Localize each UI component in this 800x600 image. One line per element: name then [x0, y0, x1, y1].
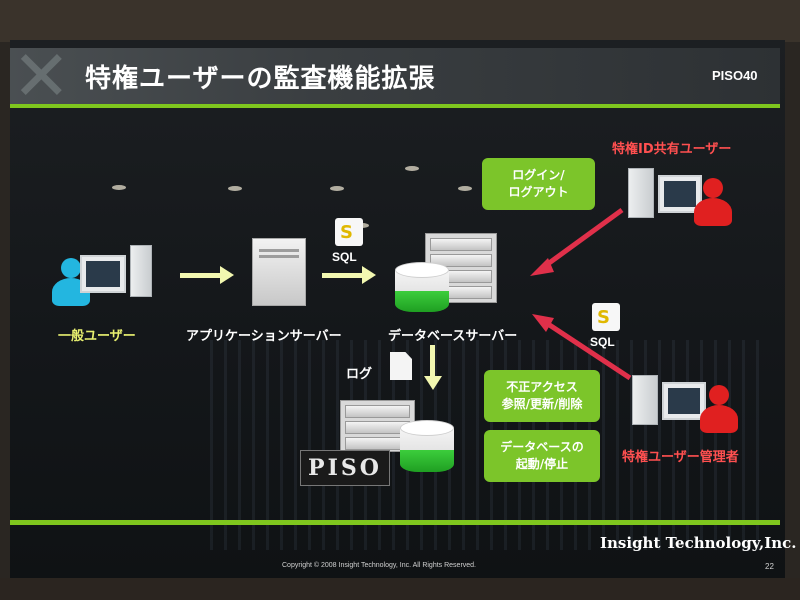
sql-label-right: SQL: [590, 335, 615, 349]
app-server-icon: [252, 238, 306, 306]
database-icon: [395, 262, 449, 312]
arrow-head-icon: [424, 376, 442, 390]
app-server-label: アプリケーションサーバー: [186, 329, 342, 344]
ceiling-light: [405, 166, 419, 171]
illegal-access-box: 不正アクセス 参照/更新/削除: [484, 370, 600, 422]
db-line1: データベースの: [500, 440, 584, 454]
footer-line: [10, 520, 780, 525]
admin-user-icon: [698, 385, 740, 433]
copyright-text: Copyright © 2008 Insight Technology, Inc…: [282, 562, 477, 569]
shared-user-icon: [692, 178, 734, 226]
illegal-line1: 不正アクセス: [506, 380, 578, 394]
general-user-monitor-icon: [80, 255, 126, 293]
arrow-head-icon: [362, 266, 376, 284]
admin-label: 特権ユーザー管理者: [622, 450, 739, 465]
ceiling-light: [112, 185, 126, 190]
admin-monitor-icon: [662, 382, 706, 420]
piso-logo: PISO: [300, 450, 390, 486]
projection-screen: [10, 40, 785, 580]
db-server-label: データベースサーバー: [388, 329, 518, 344]
slide-title: 特権ユーザーの監査機能拡張: [85, 64, 436, 94]
room-ceiling: [0, 0, 800, 42]
db-line2: 起動/停止: [515, 457, 569, 471]
title-underline: [10, 104, 780, 108]
illegal-line2: 参照/更新/削除: [501, 397, 583, 411]
login-line2: ログアウト: [508, 185, 569, 199]
document-icon: [390, 352, 412, 380]
sql-icon: S: [335, 218, 363, 246]
general-user-tower-icon: [130, 245, 152, 297]
login-logout-box: ログイン/ ログアウト: [482, 158, 595, 210]
ceiling-light: [458, 186, 472, 191]
sql-label-top: SQL: [332, 250, 357, 264]
title-bar: [10, 48, 780, 104]
title-decoration-x: ✕: [12, 35, 71, 117]
arrow-head-icon: [532, 314, 554, 332]
general-user-label: 一般ユーザー: [58, 329, 136, 344]
page-number: 22: [765, 562, 774, 571]
ceiling-light: [228, 186, 242, 191]
db-start-stop-box: データベースの 起動/停止: [484, 430, 600, 482]
log-label: ログ: [346, 367, 373, 382]
shared-user-tower-icon: [628, 168, 654, 218]
admin-tower-icon: [632, 375, 658, 425]
arrow-icon: [322, 273, 364, 278]
room-floor: [0, 578, 800, 600]
company-name: Insight Technology,Inc.: [600, 534, 797, 552]
piso-database-icon: [400, 420, 454, 472]
arrow-head-icon: [220, 266, 234, 284]
arrow-icon: [430, 345, 435, 377]
sql-icon: S: [592, 303, 620, 331]
shared-user-monitor-icon: [658, 175, 702, 213]
ceiling-light: [330, 186, 344, 191]
arrow-icon: [546, 321, 632, 381]
shared-id-user-label: 特権ID共有ユーザー: [612, 142, 732, 157]
arrow-icon: [543, 207, 624, 269]
slide-code: PISO40: [712, 68, 758, 83]
arrow-icon: [180, 273, 222, 278]
arrow-head-icon: [530, 258, 554, 276]
login-line1: ログイン/: [512, 168, 565, 182]
